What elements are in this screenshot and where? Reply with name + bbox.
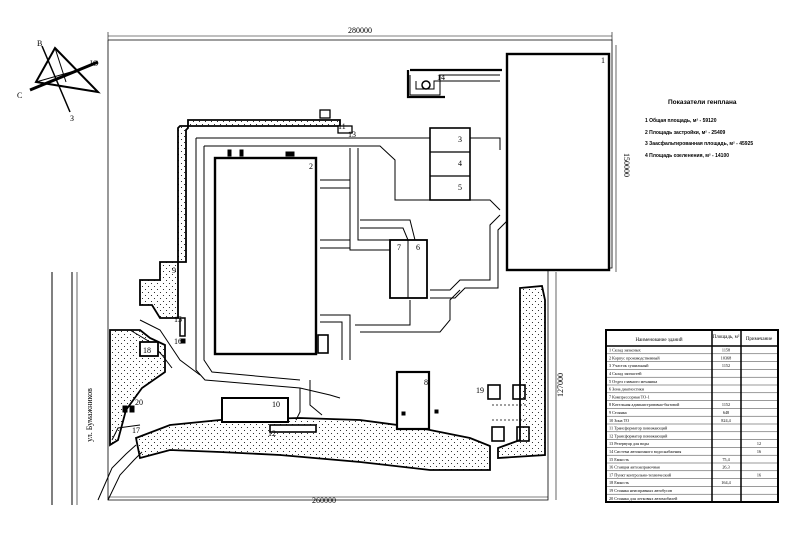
building-10: [221, 397, 289, 423]
building-8: [395, 370, 431, 431]
table-cell-note: 16: [757, 449, 761, 454]
buildings-table: Наименование зданий Площадь, м² Примечан…: [605, 329, 779, 503]
table-cell-note: 16: [757, 472, 761, 477]
small-symbols: [122, 80, 439, 416]
building-labels: 1 2 3 4 5 6 7 8 9 10 11 12 13 14 15 16 1…: [132, 56, 605, 438]
table-cell-area: 10368: [721, 355, 731, 360]
compass-west: С: [17, 91, 22, 100]
table-cell-area: 1158: [722, 348, 730, 353]
table-cell-name: 20 Стоянка для легковых автомобилей: [609, 496, 678, 501]
indicators-title: Показатели генплана: [668, 99, 737, 106]
svg-text:18: 18: [143, 346, 151, 355]
table-cell-name: 5 Отдел главного механика: [609, 379, 657, 384]
table-cell-name: 13 Резервуар для воды: [609, 441, 649, 446]
svg-text:7: 7: [397, 243, 401, 252]
dimension-right-upper: 150000: [622, 153, 631, 177]
structure-12: [269, 424, 317, 433]
svg-text:14: 14: [437, 73, 445, 82]
table-cell-name: 12 Трансформатор понижающий: [609, 433, 668, 438]
table-cell-name: 2 Корпус производственный: [609, 355, 660, 360]
indicator-2: 2 Площадь застройки, м² - 25409: [645, 129, 726, 136]
table-cell-name: 7 Компрессорная ТО-1: [609, 394, 650, 399]
svg-text:12: 12: [268, 429, 276, 438]
table-header-name: Наименование зданий: [635, 338, 682, 343]
compass-east: Ю: [90, 59, 98, 68]
table-header-area: Площадь, м²: [713, 334, 740, 340]
svg-text:4: 4: [458, 159, 462, 168]
table-cell-name: 8 Котельная административно-бытовой: [609, 402, 680, 407]
table-cell-area: 26,3: [722, 465, 729, 471]
svg-text:9: 9: [172, 266, 176, 275]
indicator-1: 1 Общая площадь, м² - 59120: [645, 117, 717, 124]
table-rows: 1 Склад запасных 1158 2 Корпус производств…: [609, 348, 761, 501]
table-cell-name: 18 Емкость: [609, 480, 629, 485]
building-1: [505, 52, 611, 272]
dimension-right-lower: 127000: [556, 373, 565, 397]
dimension-lines: [107, 32, 617, 500]
svg-text:13: 13: [348, 130, 356, 139]
table-cell-area: 648: [723, 410, 729, 415]
svg-text:1: 1: [601, 56, 605, 65]
building-18: [139, 341, 159, 357]
parking-19: [487, 384, 530, 442]
table-cell-area: 1152: [722, 402, 730, 407]
svg-text:11: 11: [338, 122, 346, 131]
table-cell-name: 11 Трансформатор понижающий: [609, 426, 668, 431]
table-cell-name: 19 Стоянка неисправных автобусов: [609, 488, 672, 493]
table-cell-name: 3 Участок сушильный: [609, 363, 649, 368]
dimension-top: 280000: [348, 26, 372, 35]
symbol-14: [421, 80, 431, 90]
structure-13: [337, 125, 353, 134]
svg-text:2: 2: [309, 162, 313, 171]
svg-text:16: 16: [174, 337, 182, 346]
table-cell-name: 10 Зона ТО: [609, 418, 629, 423]
svg-text:19: 19: [476, 386, 484, 395]
svg-text:6: 6: [416, 243, 420, 252]
table-cell-area: 164,4: [721, 480, 731, 486]
structure-11: [319, 109, 331, 119]
street-road: [51, 272, 78, 505]
svg-text:8: 8: [424, 378, 428, 387]
green-areas: [109, 119, 546, 471]
svg-text:10: 10: [272, 400, 280, 409]
table-header-note: Примечание: [746, 337, 773, 342]
drive-edges: [406, 68, 502, 99]
svg-text:5: 5: [458, 183, 462, 192]
svg-text:3: 3: [458, 135, 462, 144]
street-label: ул. Бумажников: [85, 388, 94, 442]
svg-text:20: 20: [135, 398, 143, 407]
building-15: [179, 317, 186, 337]
table-cell-name: 16 Станция автозаправочная: [609, 465, 660, 470]
table-cell-name: 6 Зона диагностики: [609, 387, 645, 392]
building-2: [213, 156, 318, 356]
svg-text:17: 17: [132, 426, 140, 435]
internal-roads: [97, 74, 509, 501]
table-cell-name: 1 Склад запасных: [609, 348, 642, 353]
compass-north: В: [37, 39, 42, 48]
table-cell-area: 824,4: [721, 418, 731, 424]
indicator-3: 3 Заасфальтированная площадь, м² - 45925: [645, 140, 753, 147]
site-indicators: Показатели генплана 1 Общая площадь, м² …: [645, 99, 753, 159]
compass-south: З: [70, 114, 74, 123]
table-cell-name: 14 Система автономного водоснабжения: [609, 449, 681, 454]
dimension-bottom: 260000: [312, 496, 336, 505]
symbol-16: [180, 338, 186, 344]
table-cell-name: 9 Стоянка: [609, 410, 627, 415]
table-cell-name: 15 Емкость: [609, 457, 629, 462]
svg-text:15: 15: [174, 315, 182, 324]
table-cell-area: 1152: [722, 363, 730, 368]
table-cell-name: 17 Пункт контрольно-технический: [609, 472, 672, 477]
building-3-5: [429, 127, 471, 201]
table-cell-area: 75,4: [722, 457, 730, 463]
indicator-4: 4 Площадь озеленения, м² - 14100: [645, 153, 729, 159]
compass-rose: [29, 45, 101, 113]
table-cell-name: 4 Склад запчастей: [609, 371, 642, 376]
buildings: [139, 52, 611, 433]
table-cell-note: 12: [757, 441, 761, 446]
